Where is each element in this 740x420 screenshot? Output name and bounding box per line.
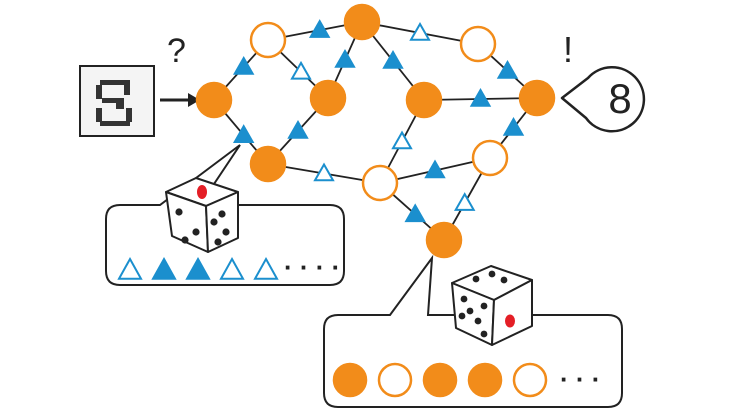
hollow-triangle <box>219 256 245 280</box>
filled-triangle-marker <box>334 48 356 68</box>
hollow-node <box>459 25 497 63</box>
continuation-dots-left: · · · · <box>284 252 340 282</box>
pixel-digit-eight <box>96 80 132 126</box>
hollow-triangle <box>117 256 143 280</box>
exclamation-mark: ! <box>563 29 573 70</box>
filled-circle <box>422 362 458 398</box>
output-label: 8 <box>608 75 631 122</box>
question-mark: ? <box>167 32 186 70</box>
hollow-circle <box>512 362 548 398</box>
hollow-node <box>471 139 509 177</box>
filled-node <box>249 145 287 183</box>
network-triangles <box>232 19 525 223</box>
filled-triangle-marker <box>469 87 492 107</box>
hollow-triangle <box>253 256 279 280</box>
hollow-circle <box>377 362 413 398</box>
filled-triangle <box>151 256 177 280</box>
filled-node <box>405 81 443 119</box>
filled-triangle-marker <box>308 19 331 38</box>
filled-triangle-marker <box>232 124 255 143</box>
circle-sequence <box>332 362 548 398</box>
red-pip <box>197 185 207 199</box>
filled-triangle-marker <box>404 203 426 223</box>
filled-circle <box>332 362 368 398</box>
hollow-triangle-marker <box>453 192 476 211</box>
filled-node <box>343 3 381 41</box>
hollow-triangle-marker <box>290 60 312 80</box>
continuation-dots-right: · · · <box>560 364 600 394</box>
filled-node <box>518 79 556 117</box>
hollow-triangle-marker <box>409 21 431 41</box>
red-pip <box>505 314 515 328</box>
filled-node <box>195 81 233 119</box>
filled-node <box>309 79 347 117</box>
filled-triangle <box>185 256 211 280</box>
filled-triangle-marker <box>502 116 525 136</box>
filled-circle <box>467 362 503 398</box>
filled-triangle-marker <box>287 119 309 139</box>
input-image <box>79 65 155 137</box>
filled-node <box>425 221 463 259</box>
dice-right <box>451 265 533 346</box>
output-bubble <box>560 66 646 133</box>
filled-triangle-marker <box>496 59 519 79</box>
hollow-triangle-marker <box>391 130 413 150</box>
filled-triangle-marker <box>382 49 404 69</box>
hollow-node <box>361 164 399 202</box>
hollow-node <box>249 21 287 59</box>
hollow-triangle-marker <box>313 162 335 182</box>
dice-left <box>165 177 239 253</box>
input-arrow <box>160 93 200 107</box>
filled-triangle-marker <box>232 55 255 75</box>
filled-triangle-marker <box>424 159 446 179</box>
network-nodes <box>195 3 556 259</box>
triangle-sequence <box>117 256 279 280</box>
